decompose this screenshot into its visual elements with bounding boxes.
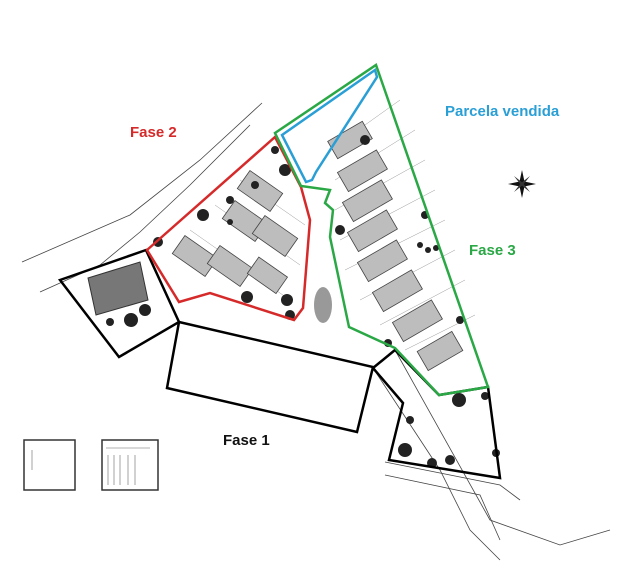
fase-2-label: Fase 2 <box>130 124 177 141</box>
parcela-vendida-outline <box>280 67 379 184</box>
legend-lines <box>31 447 150 485</box>
fase-1-label: Fase 1 <box>223 432 270 449</box>
fase-3-label: Fase 3 <box>469 242 516 259</box>
north-arrow-compass-icon <box>508 170 536 198</box>
central-garden <box>314 287 332 323</box>
fase-2-outline <box>145 135 312 322</box>
buildings <box>171 120 464 372</box>
fase-1-outline <box>165 320 375 434</box>
fase-3-outline <box>273 63 490 397</box>
swimming-pool <box>87 261 149 316</box>
legend-block <box>101 439 159 491</box>
parcela-vendida-label: Parcela vendida <box>445 103 560 120</box>
title-block <box>23 439 76 491</box>
